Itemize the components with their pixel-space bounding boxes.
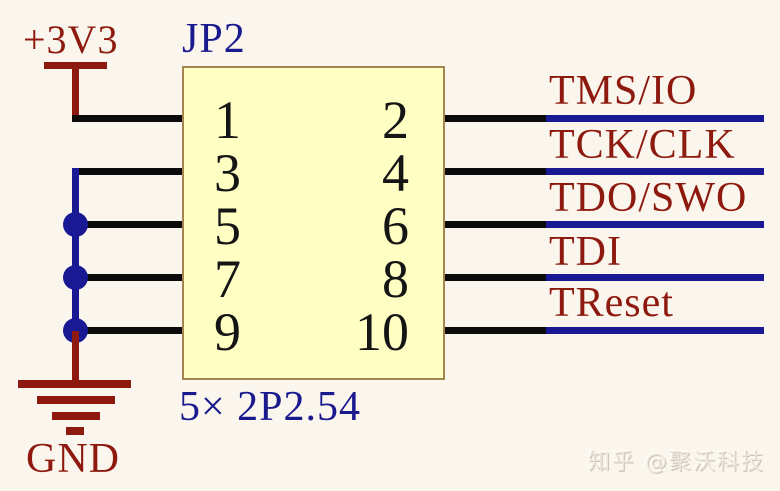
pin-number-4: 4 <box>382 143 409 203</box>
junction-dot <box>63 212 88 237</box>
net-label-tms-io: TMS/IO <box>549 68 698 114</box>
pin-number-5: 5 <box>214 196 241 256</box>
wire-pin-4-stub <box>445 168 546 175</box>
connector-designator: JP2 <box>182 16 246 62</box>
net-wire-treset <box>546 327 764 334</box>
junction-dot <box>63 265 88 290</box>
power-net-label: +3V3 <box>23 17 119 62</box>
net-label-tdo-swo: TDO/SWO <box>549 175 748 221</box>
connector-part-label: 5× 2P2.54 <box>179 384 362 430</box>
wire-pin-10-stub <box>445 327 546 334</box>
ground-bar-4-icon <box>66 427 84 435</box>
pin-number-9: 9 <box>214 302 241 362</box>
wire-pin-8-stub <box>445 274 546 281</box>
net-wire-tck <box>546 168 764 175</box>
pin-number-8: 8 <box>382 249 409 309</box>
pin-number-1: 1 <box>214 90 241 150</box>
ground-bar-2-icon <box>37 396 115 404</box>
ground-stem-wire <box>72 331 79 382</box>
connector-body <box>182 66 445 380</box>
ground-net-label: GND <box>26 436 120 482</box>
wire-pin-6-stub <box>445 221 546 228</box>
net-label-tck-clk: TCK/CLK <box>549 122 736 168</box>
ground-bus-wire <box>72 168 79 332</box>
net-wire-tms <box>546 115 764 122</box>
pin-number-7: 7 <box>214 249 241 309</box>
wire-pin-9 <box>72 327 182 334</box>
pin-number-6: 6 <box>382 196 409 256</box>
wire-pin-7 <box>72 274 182 281</box>
wire-pin-5 <box>72 221 182 228</box>
power-stem-wire <box>72 65 79 122</box>
wire-pin-2-stub <box>445 115 546 122</box>
net-label-tdi: TDI <box>549 229 622 275</box>
net-label-treset: TReset <box>549 280 674 326</box>
net-wire-tdi <box>546 274 764 281</box>
pin-number-3: 3 <box>214 143 241 203</box>
watermark: 知乎 @聚沃科技 <box>588 450 765 475</box>
net-wire-tdo <box>546 221 764 228</box>
wire-pin-1 <box>72 115 182 122</box>
pin-number-2: 2 <box>382 90 409 150</box>
wire-pin-3 <box>72 168 182 175</box>
pin-number-10: 10 <box>355 302 409 362</box>
ground-bar-1-icon <box>18 380 131 388</box>
ground-bar-3-icon <box>52 412 100 420</box>
